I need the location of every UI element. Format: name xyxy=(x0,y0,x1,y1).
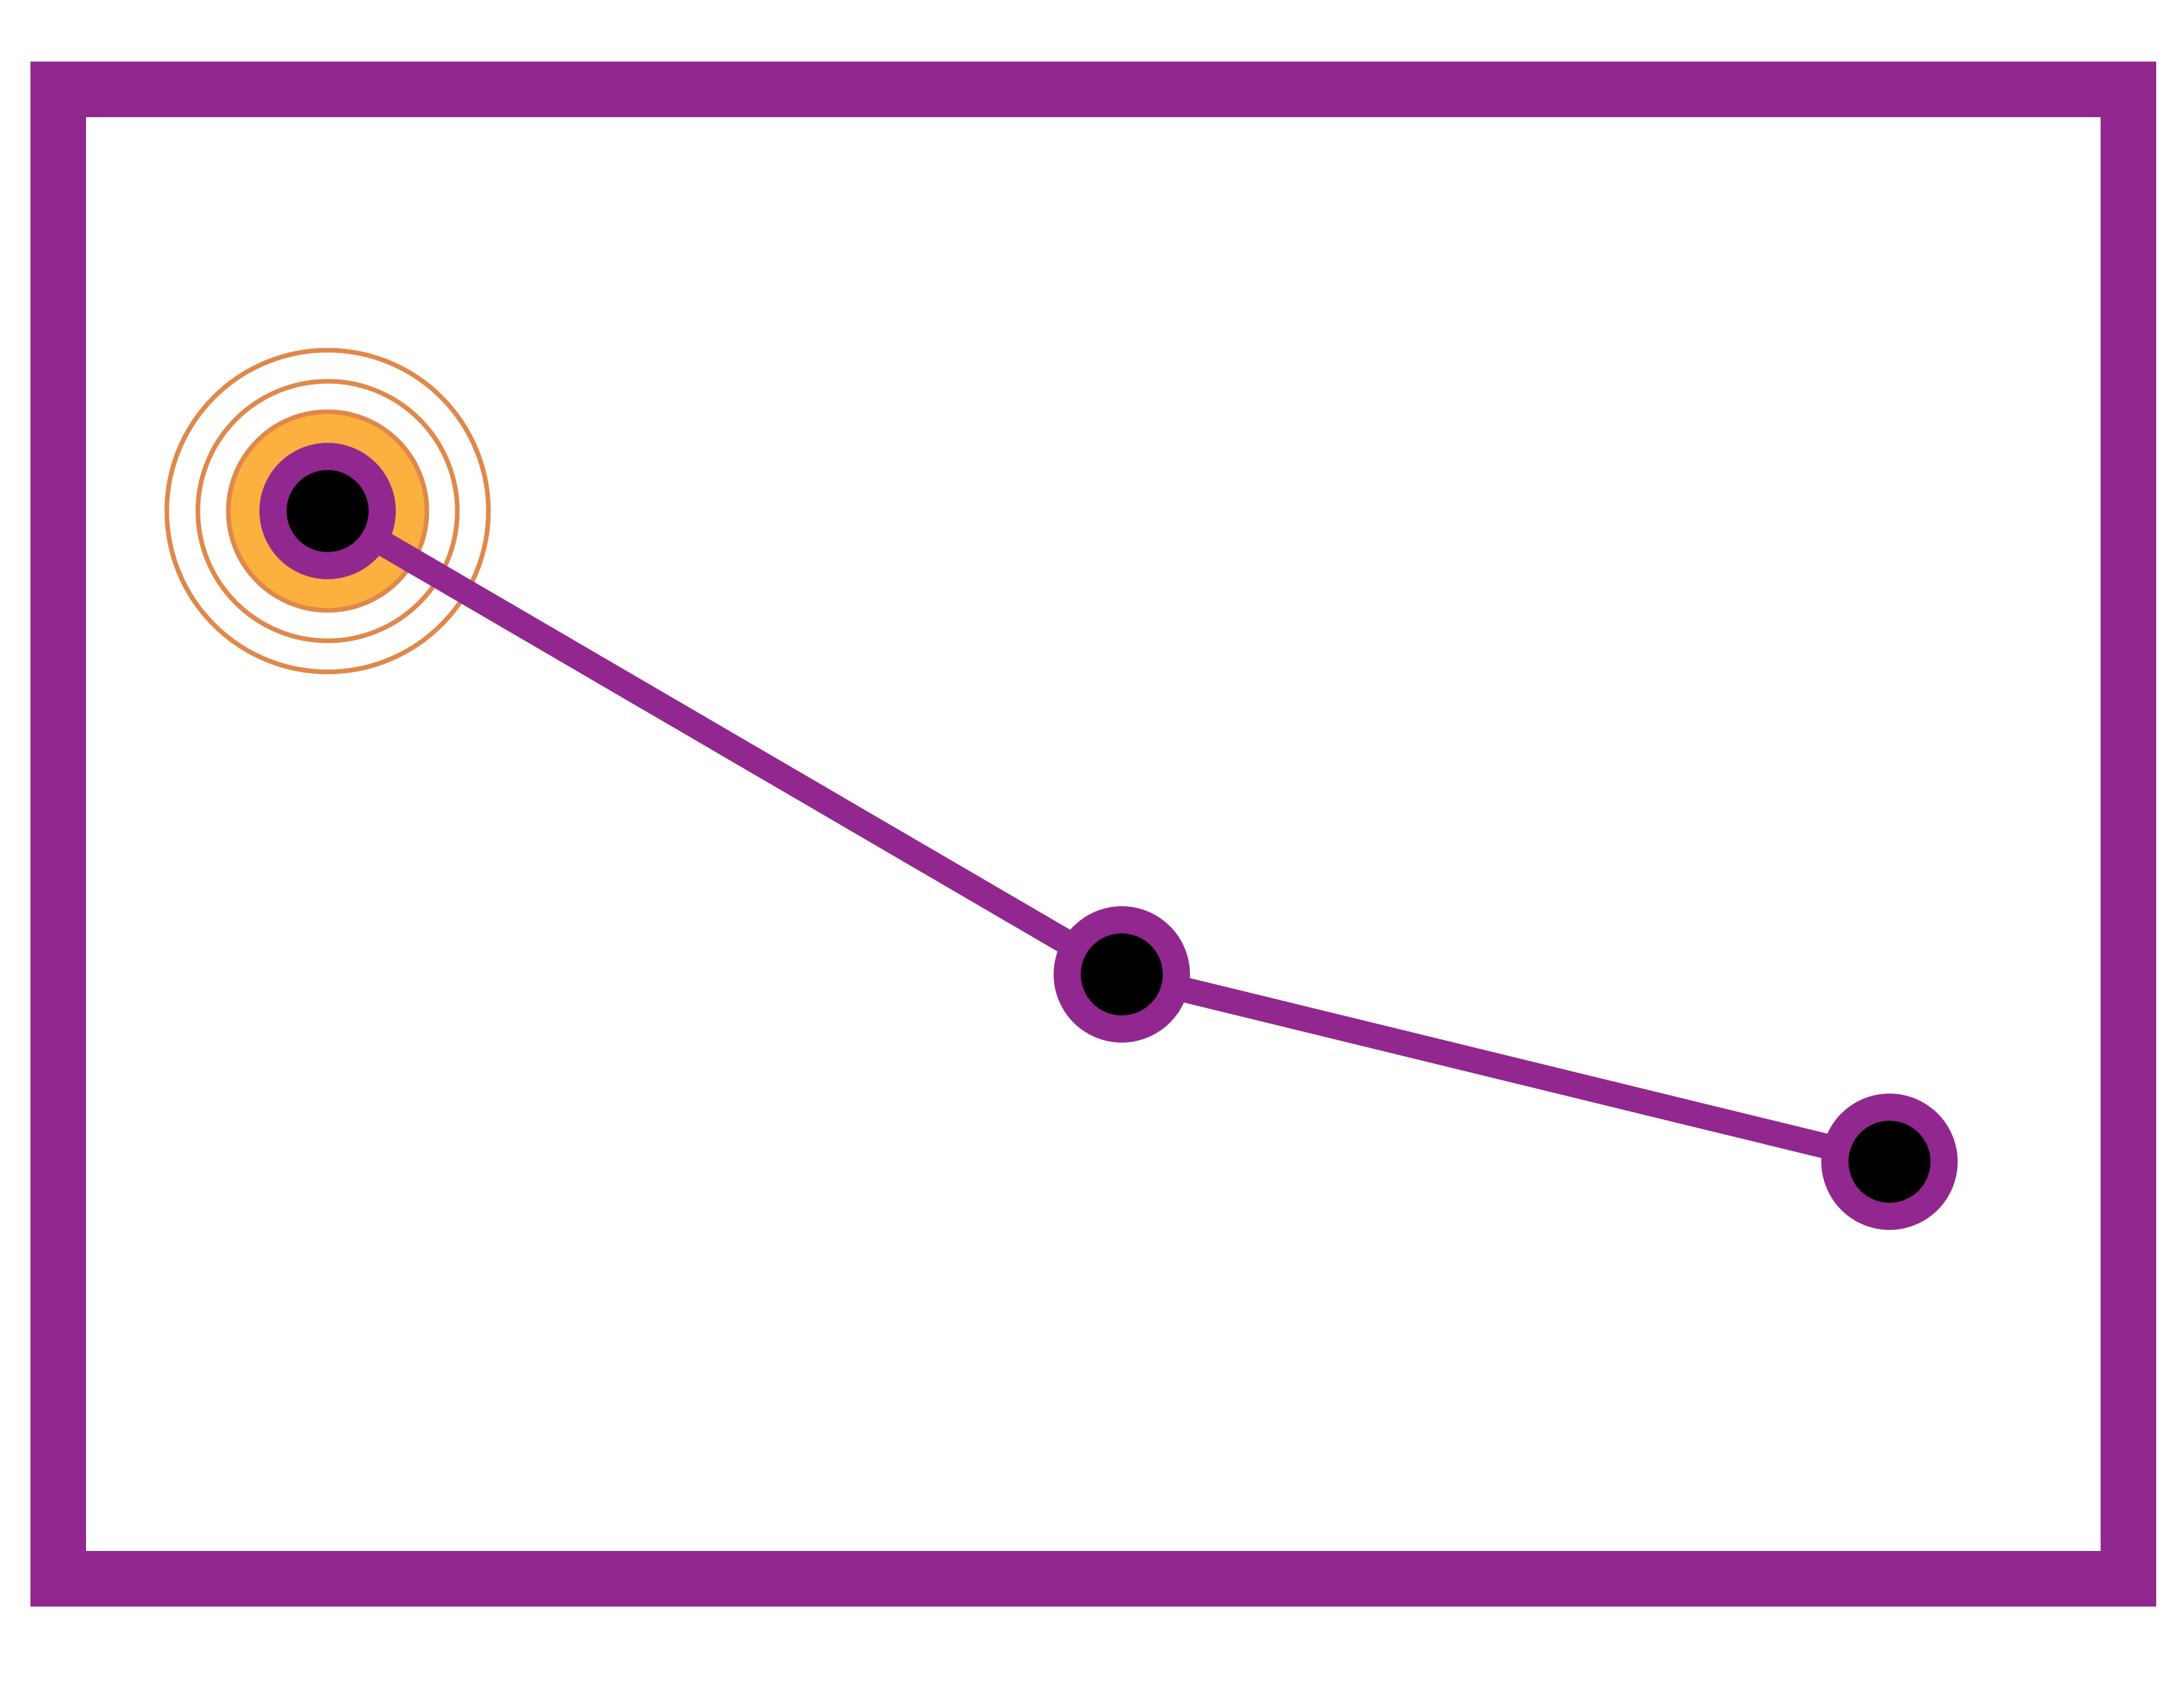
route-node-2[interactable] xyxy=(1054,906,1190,1043)
route-edges xyxy=(321,500,1893,1174)
highlight-pulse xyxy=(164,348,491,675)
edge-node-2-node-3 xyxy=(1118,962,1893,1174)
route-node-3[interactable] xyxy=(1821,1094,1958,1230)
highlight-ring-outer xyxy=(164,348,491,675)
edge-node-1-node-2 xyxy=(321,500,1128,986)
route-nodes xyxy=(259,443,1958,1230)
route-node-1[interactable] xyxy=(259,443,396,579)
highlight-ring-middle xyxy=(195,379,460,643)
frame-border xyxy=(30,62,2156,1607)
